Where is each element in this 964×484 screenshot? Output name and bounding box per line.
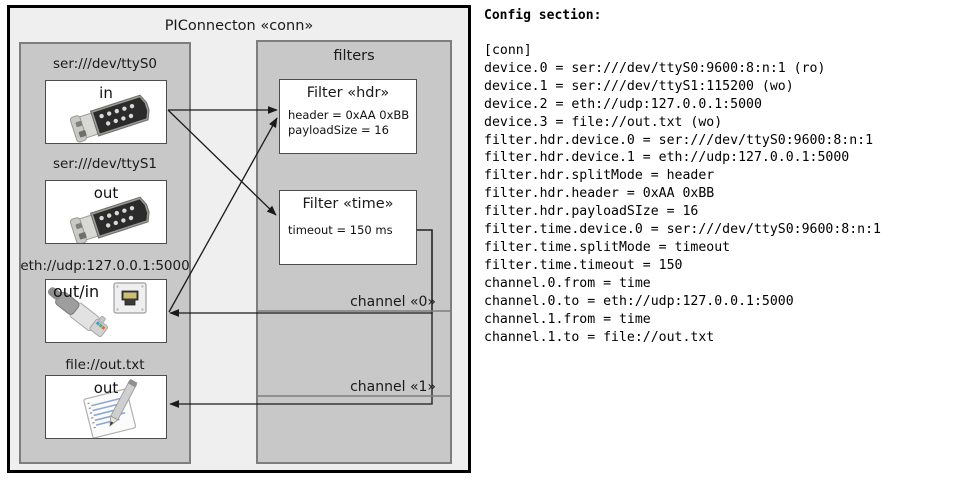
config-body: [conn] device.0 = ser:///dev/ttyS0:9600:8…: [484, 42, 881, 346]
channel-label-0: channel «0»: [350, 294, 436, 310]
device-direction-label: out: [93, 379, 119, 397]
config-line: filter.hdr.device.1 = eth://udp:127.0.0.…: [484, 150, 850, 166]
filter-prop-payloadsize: payloadSize = 16: [288, 123, 389, 137]
device-box-eth[interactable]: out/in: [45, 279, 167, 343]
config-line: filter.time.timeout = 150: [484, 257, 683, 273]
device-box-ttyS1[interactable]: out: [45, 180, 167, 244]
serial-db9-icon: [46, 181, 166, 243]
device-box-ttyS0[interactable]: in: [45, 80, 167, 144]
config-line: channel.1.to = file://out.txt: [484, 329, 715, 345]
config-line: channel.1.from = time: [484, 311, 651, 327]
config-line: device.3 = file://out.txt (wo): [484, 114, 723, 130]
config-line: [conn]: [484, 43, 532, 58]
device-direction-label: out: [93, 184, 119, 202]
device-caption-ttyS1: ser:///dev/ttyS1: [53, 156, 157, 172]
filter-title: Filter «time»: [302, 196, 394, 212]
config-line: filter.hdr.device.0 = ser:///dev/ttyS0:9…: [484, 132, 874, 148]
filter-box-hdr[interactable]: Filter «hdr» header = 0xAA 0xBB payloadS…: [279, 79, 417, 154]
filter-prop-header: header = 0xAA 0xBB: [288, 108, 410, 122]
filter-prop-timeout: timeout = 150 ms: [288, 223, 393, 237]
device-caption-file: file://out.txt: [65, 357, 145, 373]
config-heading: Config section:: [484, 8, 602, 23]
config-line: device.1 = ser:///dev/ttyS1:115200 (wo): [484, 78, 794, 94]
config-line: channel.0.to = eth://udp:127.0.0.1:5000: [484, 293, 794, 309]
config-line: filter.time.splitMode = timeout: [484, 239, 731, 255]
config-line: filter.hdr.splitMode = header: [484, 168, 715, 184]
config-line: filter.hdr.header = 0xAA 0xBB: [484, 186, 715, 202]
device-box-file[interactable]: out: [45, 375, 167, 439]
config-section: Config section: [conn] device.0 = ser:///…: [482, 0, 964, 484]
device-direction-label: in: [99, 84, 113, 102]
diagram-title: PIConnecton «conn»: [164, 18, 314, 34]
ethernet-jack-icon: [46, 280, 166, 342]
filters-group-title: filters: [333, 48, 375, 64]
architecture-diagram: PIConnecton «conn» ser:///dev/ttyS0 in: [0, 0, 478, 484]
serial-db9-icon: [46, 81, 166, 143]
config-line: device.2 = eth://udp:127.0.0.1:5000: [484, 96, 762, 112]
config-line: filter.time.device.0 = ser:///dev/ttyS0:…: [484, 222, 881, 238]
filter-box-time[interactable]: Filter «time» timeout = 150 ms: [279, 190, 417, 265]
device-caption-ttyS0: ser:///dev/ttyS0: [53, 56, 157, 72]
channel-label-1: channel «1»: [350, 379, 436, 395]
config-line: filter.hdr.payloadSIze = 16: [484, 204, 699, 220]
filter-title: Filter «hdr»: [306, 85, 390, 101]
device-direction-label: out/in: [53, 282, 100, 301]
device-caption-eth: eth://udp:127.0.0.1:5000: [20, 258, 190, 274]
config-line: channel.0.from = time: [484, 275, 651, 291]
config-line: device.0 = ser:///dev/ttyS0:9600:8:n:1 (…: [484, 60, 826, 76]
text-document-icon: [46, 376, 166, 438]
